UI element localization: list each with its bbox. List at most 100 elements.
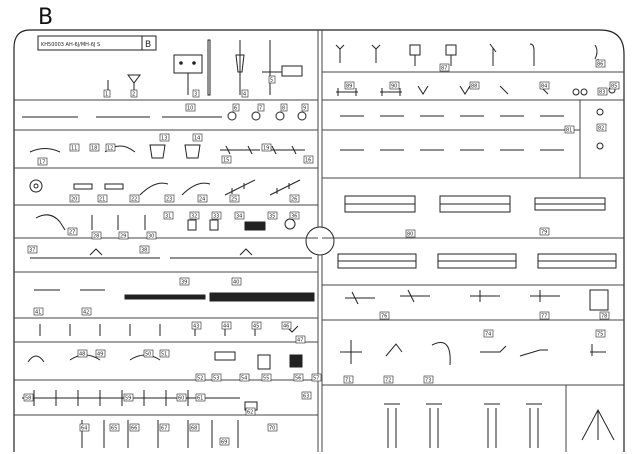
part-number-box: [281, 321, 292, 330]
part-number-tag: 19: [261, 143, 272, 152]
part-number-box: [176, 393, 187, 402]
part-number-box: [211, 211, 222, 220]
part-number-tag: 25: [229, 194, 240, 203]
parts-rockets-lower: [337, 253, 617, 269]
part-number-label: 26: [291, 197, 297, 203]
part-number-box: [564, 125, 575, 134]
part-number-box: [211, 373, 222, 382]
part-number-label: 64: [81, 426, 87, 432]
part-number-label: 34: [236, 214, 242, 220]
part-number-box: [143, 349, 154, 358]
part-number-tag: 41: [33, 307, 44, 316]
part-number-tag: 64: [79, 423, 90, 432]
part-number-box: [597, 87, 608, 96]
part-number-tag: 18: [89, 143, 100, 152]
part-number-box: [239, 373, 250, 382]
parts-row-right-rods: [340, 108, 604, 151]
sprue-letter: B: [38, 5, 53, 30]
part-number-box: [33, 307, 44, 316]
part-number-label: 70: [269, 426, 275, 432]
part-number-tag: 43: [191, 321, 202, 330]
part-number-label: 84: [541, 84, 547, 90]
part-number-box: [109, 423, 120, 432]
part-number-label: 36: [291, 214, 297, 220]
part-number-tag: 4: [241, 89, 249, 98]
part-number-box: [164, 194, 175, 203]
part-number-tag: 45: [251, 321, 262, 330]
part-number-label: 53: [213, 376, 219, 382]
part-number-box: [189, 211, 200, 220]
part-number-box: [81, 307, 92, 316]
part-number-label: 82: [598, 126, 604, 132]
part-number-tag: 38: [139, 245, 150, 254]
part-number-label: 48: [79, 352, 85, 358]
part-number-box: [118, 231, 129, 240]
part-number-box: [146, 231, 157, 240]
part-number-tag: 33: [211, 211, 222, 220]
part-number-tag: 67: [159, 423, 170, 432]
part-number-tag: 56: [293, 373, 304, 382]
part-number-label: 73: [425, 378, 431, 384]
part-number-label: 74: [485, 332, 491, 338]
part-number-tag: 29: [118, 231, 129, 240]
part-number-label: 54: [241, 376, 247, 382]
part-number-tag: 89: [344, 81, 355, 90]
part-number-label: 5: [270, 78, 273, 84]
part-number-label: 86: [597, 62, 603, 68]
part-number-label: 88: [471, 84, 477, 90]
part-number-box: [596, 123, 607, 132]
part-number-tag: 34: [234, 211, 245, 220]
part-number-box: [469, 81, 480, 90]
part-number-tag: 81: [564, 125, 575, 134]
part-number-label: 50: [145, 352, 151, 358]
part-number-label: 60: [178, 396, 184, 402]
part-number-box: [129, 194, 140, 203]
part-number-label: 42: [83, 310, 89, 316]
part-number-tag: 61: [195, 393, 206, 402]
part-number-tag: 75: [595, 329, 606, 338]
part-number-box: [267, 423, 278, 432]
part-number-tag: 2: [130, 89, 138, 98]
part-number-tag: 53: [211, 373, 222, 382]
part-number-box: [301, 391, 312, 400]
part-number-tag: 88: [469, 81, 480, 90]
part-number-label: 77: [541, 314, 547, 320]
part-number-tag: 63: [301, 391, 312, 400]
part-number-box: [221, 155, 232, 164]
part-number-box: [27, 245, 38, 254]
part-number-tag: 69: [219, 437, 230, 446]
part-number-tag: 55: [261, 373, 272, 382]
part-number-label: 55: [263, 376, 269, 382]
part-number-label: 76: [381, 314, 387, 320]
part-number-tag: 13: [159, 133, 170, 142]
part-number-tag: 80: [405, 229, 416, 238]
part-number-label: 11: [71, 146, 77, 152]
parts-row-guns: [27, 351, 303, 370]
part-number-tag: 24: [197, 194, 208, 203]
part-number-tag: 10: [185, 103, 196, 112]
part-number-tag: 87: [439, 63, 450, 72]
part-number-box: [159, 423, 170, 432]
part-number-label: 45: [253, 324, 259, 330]
part-number-tag: 48: [77, 349, 88, 358]
part-number-label: 67: [161, 426, 167, 432]
part-number-box: [599, 311, 610, 320]
part-number-label: 6: [234, 106, 237, 112]
part-number-box: [195, 393, 206, 402]
sprue-tag-code: KH50003 AH-6J/MH-6J S: [41, 42, 100, 48]
part-number-box: [159, 349, 170, 358]
part-number-tag: 17: [37, 157, 48, 166]
part-number-label: 43: [193, 324, 199, 330]
part-number-tag: 11: [69, 143, 80, 152]
part-number-label: 56: [295, 376, 301, 382]
part-number-tag: 31: [163, 211, 174, 220]
part-number-label: 12: [107, 146, 113, 152]
part-number-tag: 9: [301, 103, 309, 112]
part-number-tag: 62: [245, 407, 256, 416]
parts-row-miniguns: [345, 289, 609, 311]
part-number-tag: 84: [539, 81, 550, 90]
part-number-tag: 14: [192, 133, 203, 142]
part-number-label: 41: [35, 310, 41, 316]
